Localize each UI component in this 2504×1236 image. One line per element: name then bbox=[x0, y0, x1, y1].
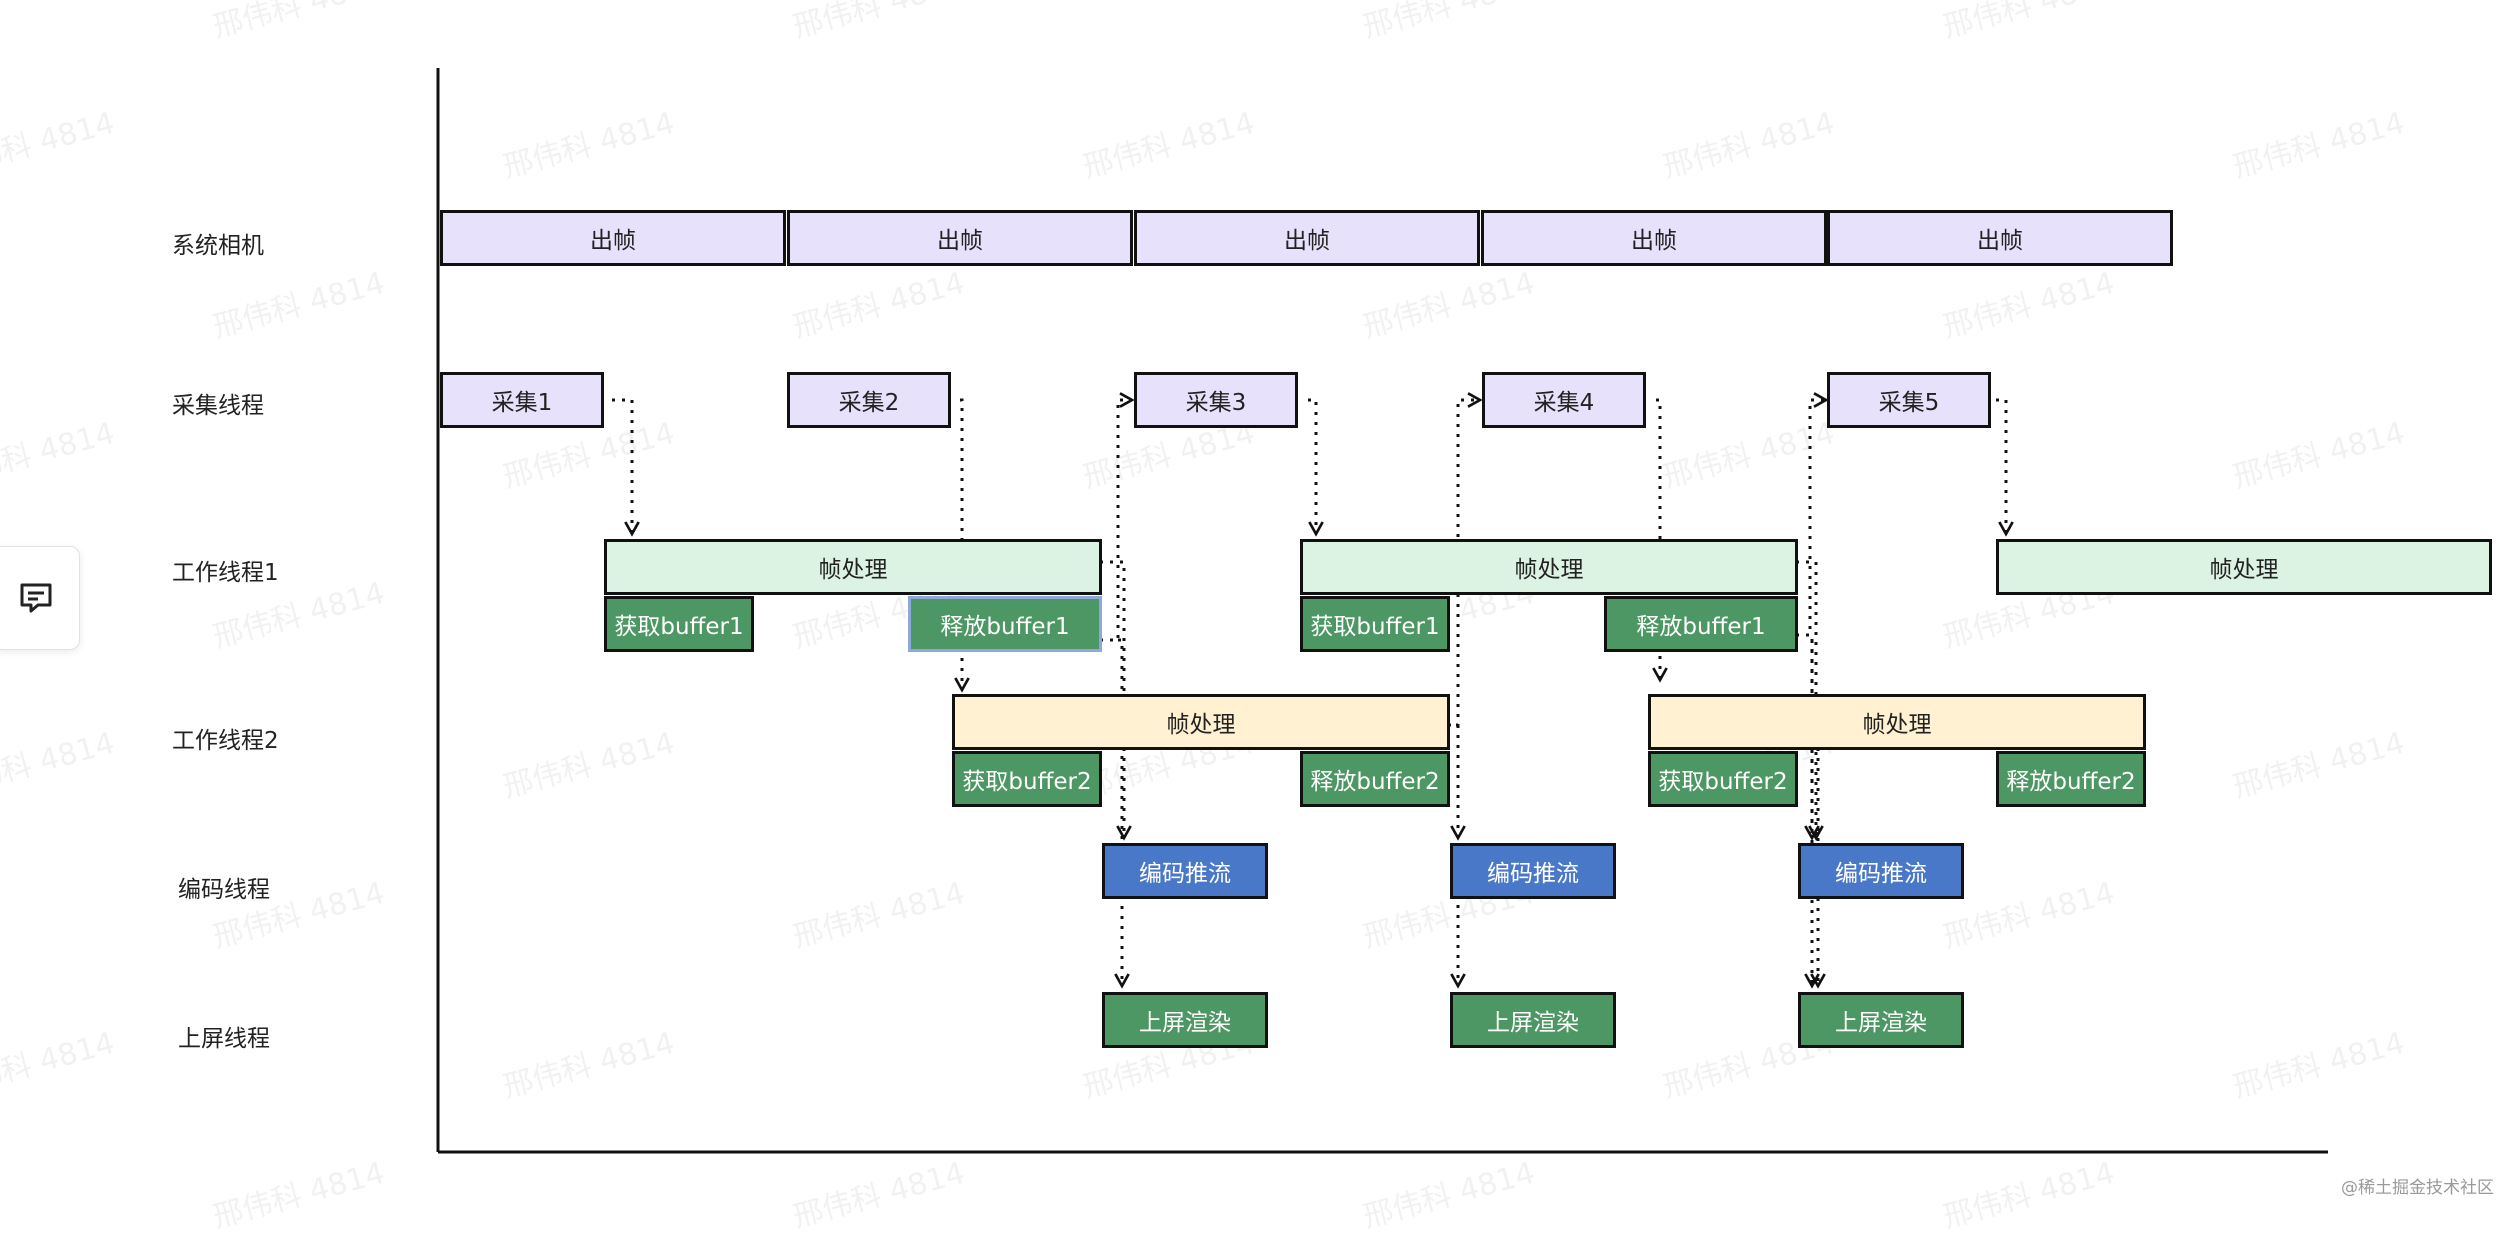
site-watermark-credit: @稀土掘金技术社区 bbox=[2341, 1178, 2494, 1198]
flow-arrow bbox=[1308, 398, 1316, 534]
camera-frame-box: 出帧 bbox=[1827, 210, 2173, 266]
feedback-icon bbox=[20, 583, 52, 613]
capture-box: 采集4 bbox=[1482, 372, 1646, 428]
capture-box: 采集3 bbox=[1134, 372, 1298, 428]
capture-box: 采集1 bbox=[440, 372, 604, 428]
lane-label-encode: 编码线程 bbox=[178, 877, 270, 903]
render-to-screen-box: 上屏渲染 bbox=[1102, 992, 1268, 1048]
flow-arrow bbox=[1100, 400, 1132, 642]
worker2-frame-process-box: 帧处理 bbox=[952, 694, 1450, 750]
lane-label-worker1: 工作线程1 bbox=[172, 560, 279, 586]
flow-arrow bbox=[1118, 638, 1122, 986]
worker2-acquire-buffer-box: 获取buffer2 bbox=[1648, 751, 1798, 807]
flow-arrow bbox=[960, 398, 962, 690]
worker2-release-buffer-box: 释放buffer2 bbox=[1996, 751, 2146, 807]
worker1-frame-process-box: 帧处理 bbox=[604, 539, 1102, 595]
lane-label-render: 上屏线程 bbox=[178, 1026, 270, 1052]
encode-stream-box: 编码推流 bbox=[1798, 843, 1964, 899]
thread-timing-diagram: 系统相机 采集线程 工作线程1 工作线程2 编码线程 上屏线程 出帧 出帧 出帧… bbox=[172, 68, 2492, 1154]
worker2-release-buffer-box: 释放buffer2 bbox=[1300, 751, 1450, 807]
flow-arrow bbox=[612, 398, 632, 534]
flow-arrow bbox=[1796, 400, 1826, 637]
camera-frame-box: 出帧 bbox=[1134, 210, 1480, 266]
flow-arrow bbox=[1796, 560, 1816, 838]
flow-arrow bbox=[1996, 398, 2006, 534]
render-to-screen-box: 上屏渲染 bbox=[1450, 992, 1616, 1048]
camera-frame-box: 出帧 bbox=[440, 210, 786, 266]
worker2-acquire-buffer-box: 获取buffer2 bbox=[952, 751, 1102, 807]
worker1-frame-process-box: 帧处理 bbox=[1996, 539, 2492, 595]
worker1-release-buffer-box: 释放buffer1 bbox=[908, 596, 1102, 652]
lane-label-worker2: 工作线程2 bbox=[172, 728, 279, 754]
worker1-release-buffer-box: 释放buffer1 bbox=[1604, 596, 1798, 652]
lane-label-camera: 系统相机 bbox=[172, 233, 264, 259]
camera-frame-box: 出帧 bbox=[787, 210, 1133, 266]
camera-frame-box: 出帧 bbox=[1481, 210, 1827, 266]
encode-stream-box: 编码推流 bbox=[1102, 843, 1268, 899]
capture-box: 采集5 bbox=[1827, 372, 1991, 428]
lane-label-capture: 采集线程 bbox=[172, 393, 264, 419]
capture-box: 采集2 bbox=[787, 372, 951, 428]
render-to-screen-box: 上屏渲染 bbox=[1798, 992, 1964, 1048]
worker2-frame-process-box: 帧处理 bbox=[1648, 694, 2146, 750]
feedback-side-tab[interactable] bbox=[0, 546, 80, 650]
worker1-frame-process-box: 帧处理 bbox=[1300, 539, 1798, 595]
worker1-acquire-buffer-box: 获取buffer1 bbox=[604, 596, 754, 652]
encode-stream-box: 编码推流 bbox=[1450, 843, 1616, 899]
worker1-acquire-buffer-box: 获取buffer1 bbox=[1300, 596, 1450, 652]
